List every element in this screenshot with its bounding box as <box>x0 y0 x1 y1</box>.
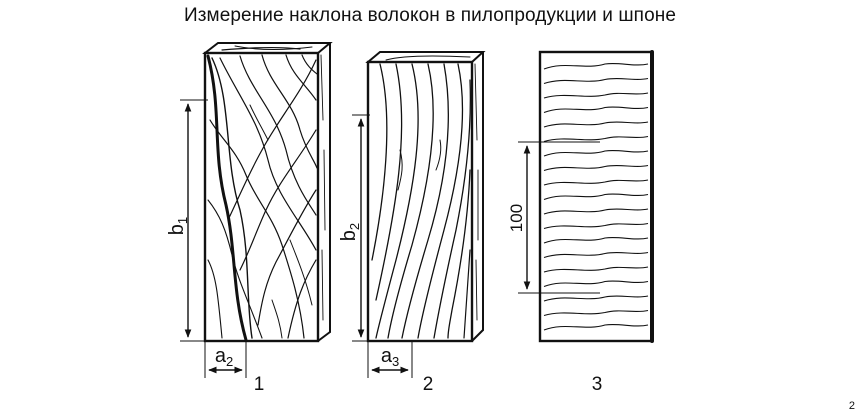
veneer-grain-line <box>543 280 649 288</box>
veneer-grain-line <box>543 251 649 259</box>
veneer-grain-line <box>543 106 649 114</box>
veneer-grain-line <box>543 77 649 85</box>
veneer-grain-line <box>543 323 649 331</box>
veneer-grain-line <box>543 62 649 70</box>
specimen-3-length-dimension <box>518 141 600 294</box>
specimen-1-number: 1 <box>254 374 265 395</box>
specimen-1-width-dimension <box>204 341 247 378</box>
specimen-1-height-label: b1 <box>166 217 190 235</box>
veneer-grain-line <box>543 266 649 273</box>
specimen-2-width-label: a3 <box>381 345 399 369</box>
veneer-grain-line <box>543 149 649 157</box>
specimen-3-veneer <box>538 50 654 343</box>
veneer-grain-line <box>543 179 649 186</box>
specimen-3-number: 3 <box>592 374 603 395</box>
specimen-2-height-label: b2 <box>338 223 362 241</box>
specimen-2-number: 2 <box>423 374 434 395</box>
veneer-grain-line <box>543 164 649 172</box>
specimen-1-board <box>202 42 333 343</box>
corner-mark: 2 <box>849 400 855 409</box>
specimen-1-width-label: a2 <box>215 345 233 369</box>
veneer-grain-line <box>543 121 649 128</box>
specimen-2-board <box>365 51 486 343</box>
specimen-1-height-dimension <box>180 99 208 342</box>
veneer-grain-line <box>543 295 649 302</box>
figure-title: Измерение наклона волокон в пилопродукци… <box>183 5 677 26</box>
specimen-3-grain-lines <box>543 62 649 331</box>
specimen-3-length-label: 100 <box>507 204 526 232</box>
veneer-grain-line <box>543 222 649 230</box>
specimen-2-width-dimension <box>367 341 413 378</box>
veneer-grain-line <box>543 236 649 244</box>
veneer-grain-line <box>543 135 649 143</box>
veneer-grain-line <box>543 208 649 215</box>
specimen-2-height-dimension <box>352 114 370 342</box>
veneer-grain-line <box>543 309 649 317</box>
veneer-grain-line <box>543 92 649 99</box>
veneer-grain-line <box>543 193 649 201</box>
